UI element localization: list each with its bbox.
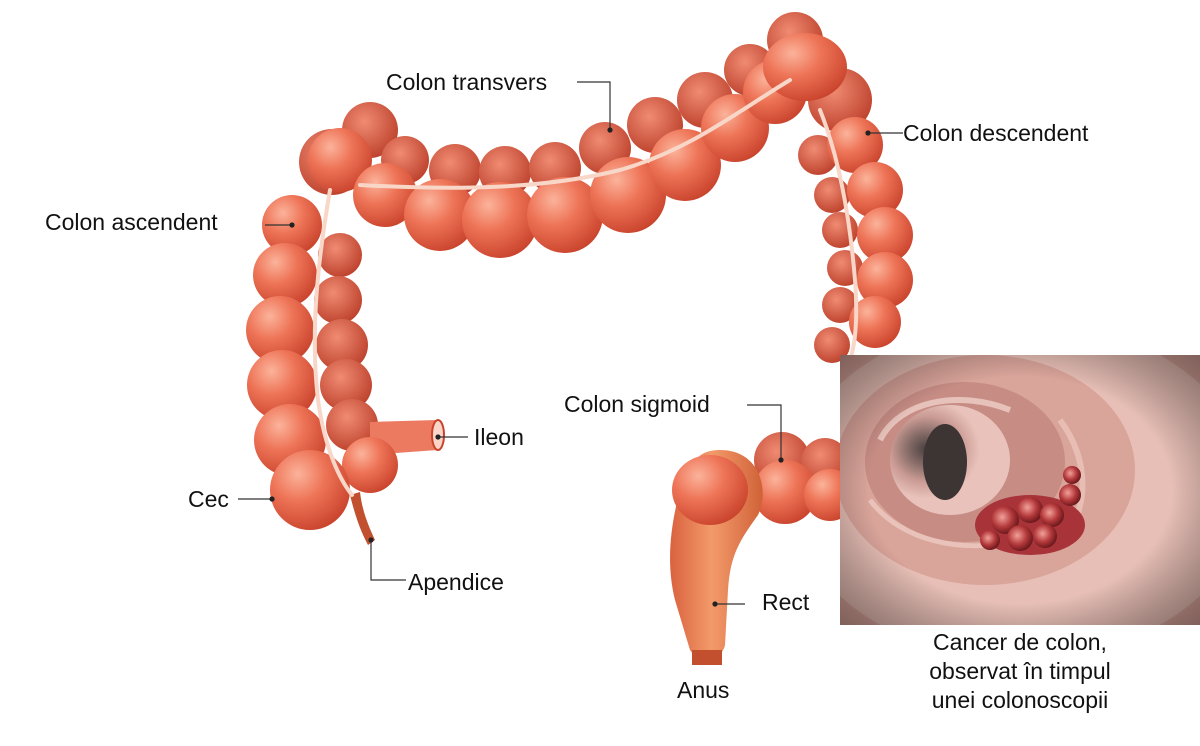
label-colon-transvers: Colon transvers — [386, 69, 548, 95]
label-apendice: Apendice — [408, 569, 504, 595]
caption-line-3: unei colonoscopii — [931, 687, 1109, 713]
label-ileon: Ileon — [474, 424, 524, 450]
label-dots — [269, 127, 871, 607]
colonoscopy-photo — [840, 355, 1200, 625]
apendice-shape — [350, 492, 375, 545]
label-colon-descendent: Colon descendent — [903, 120, 1089, 146]
caption-line-2: observat în timpul — [929, 658, 1111, 684]
photo-caption: Cancer de colon, observat în timpul unei… — [840, 628, 1200, 715]
ileon-shape — [342, 419, 445, 493]
colon-sigmoid-shape — [753, 432, 856, 524]
label-cec: Cec — [188, 486, 229, 512]
label-anus: Anus — [677, 677, 730, 703]
colon-ascendent-shape — [246, 102, 398, 476]
label-colon-ascendent: Colon ascendent — [45, 209, 218, 235]
rect-shape — [670, 450, 763, 665]
cec-shape — [270, 450, 350, 530]
label-rect: Rect — [762, 589, 810, 615]
label-leaders — [238, 81, 903, 605]
label-colon-sigmoid: Colon sigmoid — [564, 391, 710, 417]
caption-line-1: Cancer de colon, — [933, 629, 1107, 655]
taenia-bands — [312, 78, 859, 497]
